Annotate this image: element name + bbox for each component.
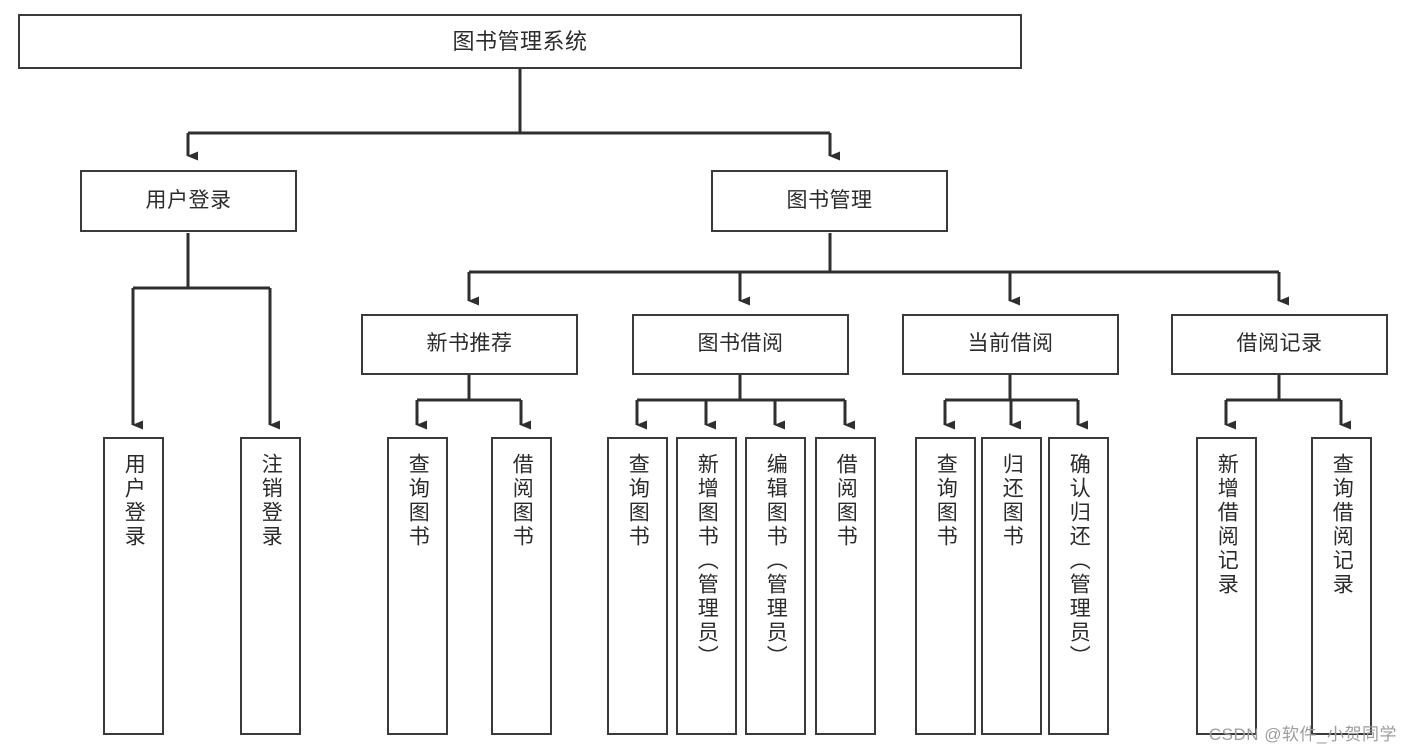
node-root-system-label: 图书管理系统: [452, 28, 588, 54]
node-leaf-borrow-book-1[interactable]: 借阅图书: [491, 437, 552, 735]
node-leaf-query-book-3-label: 查询图书: [934, 453, 958, 549]
node-leaf-query-book-2-label: 查询图书: [626, 453, 650, 549]
node-leaf-borrow-book-2[interactable]: 借阅图书: [815, 437, 876, 735]
node-leaf-borrow-book-2-label: 借阅图书: [834, 453, 858, 549]
node-current-borrow[interactable]: 当前借阅: [902, 314, 1119, 375]
node-book-borrow[interactable]: 图书借阅: [632, 314, 849, 375]
node-root-system[interactable]: 图书管理系统: [18, 14, 1022, 69]
node-leaf-query-book-3[interactable]: 查询图书: [915, 437, 976, 735]
node-leaf-confirm-return[interactable]: 确认归还（管理员）: [1048, 437, 1109, 735]
node-user-login[interactable]: 用户登录: [80, 170, 297, 232]
node-leaf-confirm-return-label: 确认归还（管理员）: [1067, 453, 1091, 669]
node-leaf-add-book[interactable]: 新增图书（管理员）: [676, 437, 737, 735]
node-new-book-recommend[interactable]: 新书推荐: [361, 314, 578, 375]
node-leaf-edit-book[interactable]: 编辑图书（管理员）: [745, 437, 806, 735]
node-borrow-record[interactable]: 借阅记录: [1171, 314, 1388, 375]
node-leaf-query-book-1-label: 查询图书: [406, 453, 430, 549]
node-leaf-add-book-label: 新增图书（管理员）: [695, 453, 719, 669]
node-user-login-label: 用户登录: [145, 188, 232, 212]
node-leaf-add-record[interactable]: 新增借阅记录: [1196, 437, 1257, 735]
node-new-book-recommend-label: 新书推荐: [426, 332, 513, 356]
node-leaf-return-book[interactable]: 归还图书: [981, 437, 1042, 735]
node-leaf-user-login-label: 用户登录: [122, 453, 146, 549]
node-leaf-query-record[interactable]: 查询借阅记录: [1311, 437, 1372, 735]
node-leaf-return-book-label: 归还图书: [1000, 453, 1024, 549]
node-book-manage[interactable]: 图书管理: [711, 170, 948, 232]
node-leaf-edit-book-label: 编辑图书（管理员）: [764, 453, 788, 669]
node-book-borrow-label: 图书借阅: [697, 332, 784, 356]
node-current-borrow-label: 当前借阅: [967, 332, 1054, 356]
node-leaf-user-login[interactable]: 用户登录: [103, 437, 164, 735]
node-leaf-query-book-2[interactable]: 查询图书: [607, 437, 668, 735]
node-leaf-query-book-1[interactable]: 查询图书: [387, 437, 448, 735]
node-borrow-record-label: 借阅记录: [1236, 332, 1323, 356]
node-leaf-logout-login-label: 注销登录: [259, 453, 283, 549]
node-leaf-add-record-label: 新增借阅记录: [1215, 453, 1239, 597]
node-book-manage-label: 图书管理: [786, 188, 873, 212]
node-leaf-query-record-label: 查询借阅记录: [1330, 453, 1354, 597]
csdn-watermark: CSDN @软件_小贺同学: [1208, 725, 1397, 744]
node-leaf-borrow-book-1-label: 借阅图书: [510, 453, 534, 549]
node-leaf-logout-login[interactable]: 注销登录: [240, 437, 301, 735]
